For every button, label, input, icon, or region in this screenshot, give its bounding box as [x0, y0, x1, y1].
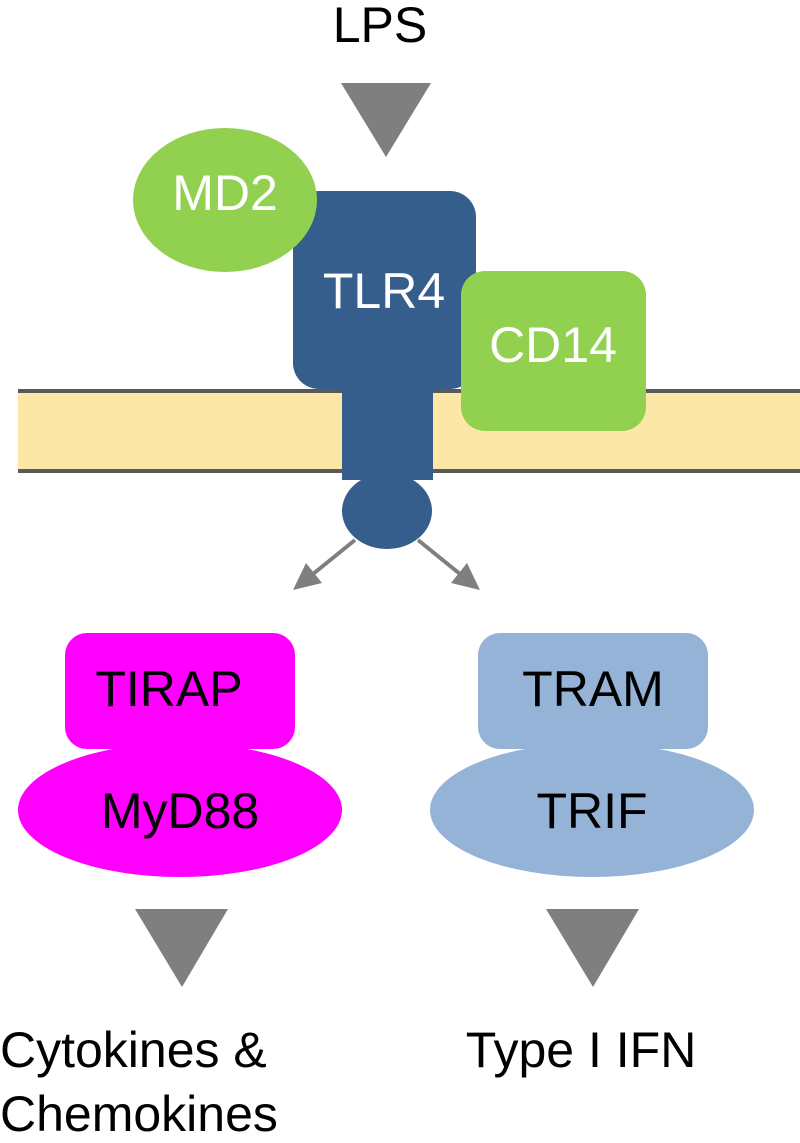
tirap-label: TIRAP: [95, 661, 242, 717]
myd88-protein: [18, 743, 342, 877]
cd14-label: CD14: [489, 317, 617, 373]
right-output-arrow: [546, 909, 639, 987]
left-output-arrow: [135, 909, 228, 987]
trif-label: TRIF: [536, 783, 647, 839]
tirap-protein: [65, 633, 295, 749]
left-branch-arrow: [293, 538, 357, 590]
type-i-ifn-label: Type I IFN: [466, 1022, 697, 1078]
md2-protein: [133, 128, 317, 272]
cd14-protein: [461, 271, 646, 431]
chemokines-label: Chemokines: [0, 1086, 278, 1142]
right-branch-arrow: [416, 538, 480, 590]
tram-label: TRAM: [522, 661, 664, 717]
tlr4-tir-domain: [342, 473, 432, 549]
lps-label: LPS: [333, 0, 428, 53]
tram-protein: [478, 633, 708, 749]
lps-arrow: [341, 83, 431, 157]
myd88-label: MyD88: [101, 783, 259, 839]
trif-protein: [430, 743, 754, 877]
tlr4-label: TLR4: [323, 263, 445, 319]
md2-label: MD2: [172, 165, 278, 221]
tlr4-receptor: [293, 191, 476, 389]
tlr4-transmembrane-stalk: [342, 370, 433, 480]
cytokines-label: Cytokines &: [0, 1022, 267, 1078]
